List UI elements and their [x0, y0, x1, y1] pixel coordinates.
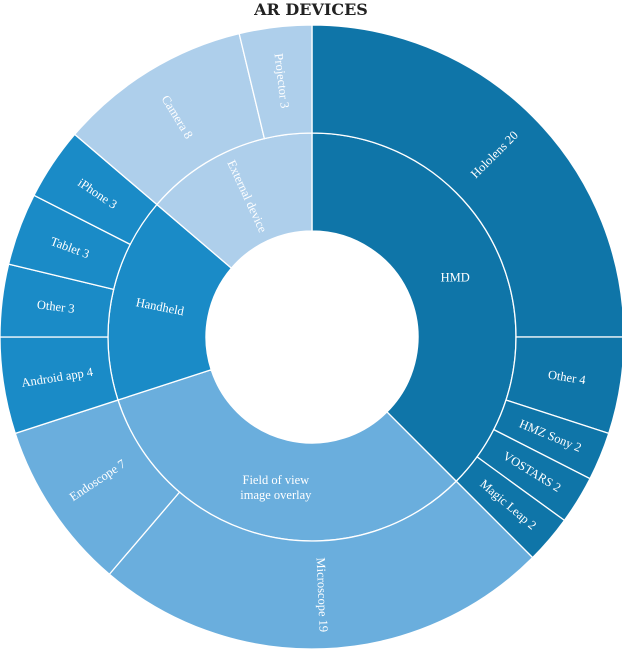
outer-label-other-4: Other 4 — [547, 367, 587, 387]
outer-slice-hololens-20[interactable] — [311, 24, 622, 338]
inner-label-hmd: HMD — [441, 271, 470, 285]
chart-title: AR DEVICES — [254, 0, 368, 19]
outer-label-other-3: Other 3 — [36, 298, 75, 316]
outer-slice-microscope-19[interactable] — [108, 480, 534, 650]
outer-slice-projector-3[interactable] — [238, 24, 313, 140]
outer-label-projector-3: Projector 3 — [271, 53, 291, 109]
outer-label-microscope-19: Microscope 19 — [314, 557, 331, 632]
